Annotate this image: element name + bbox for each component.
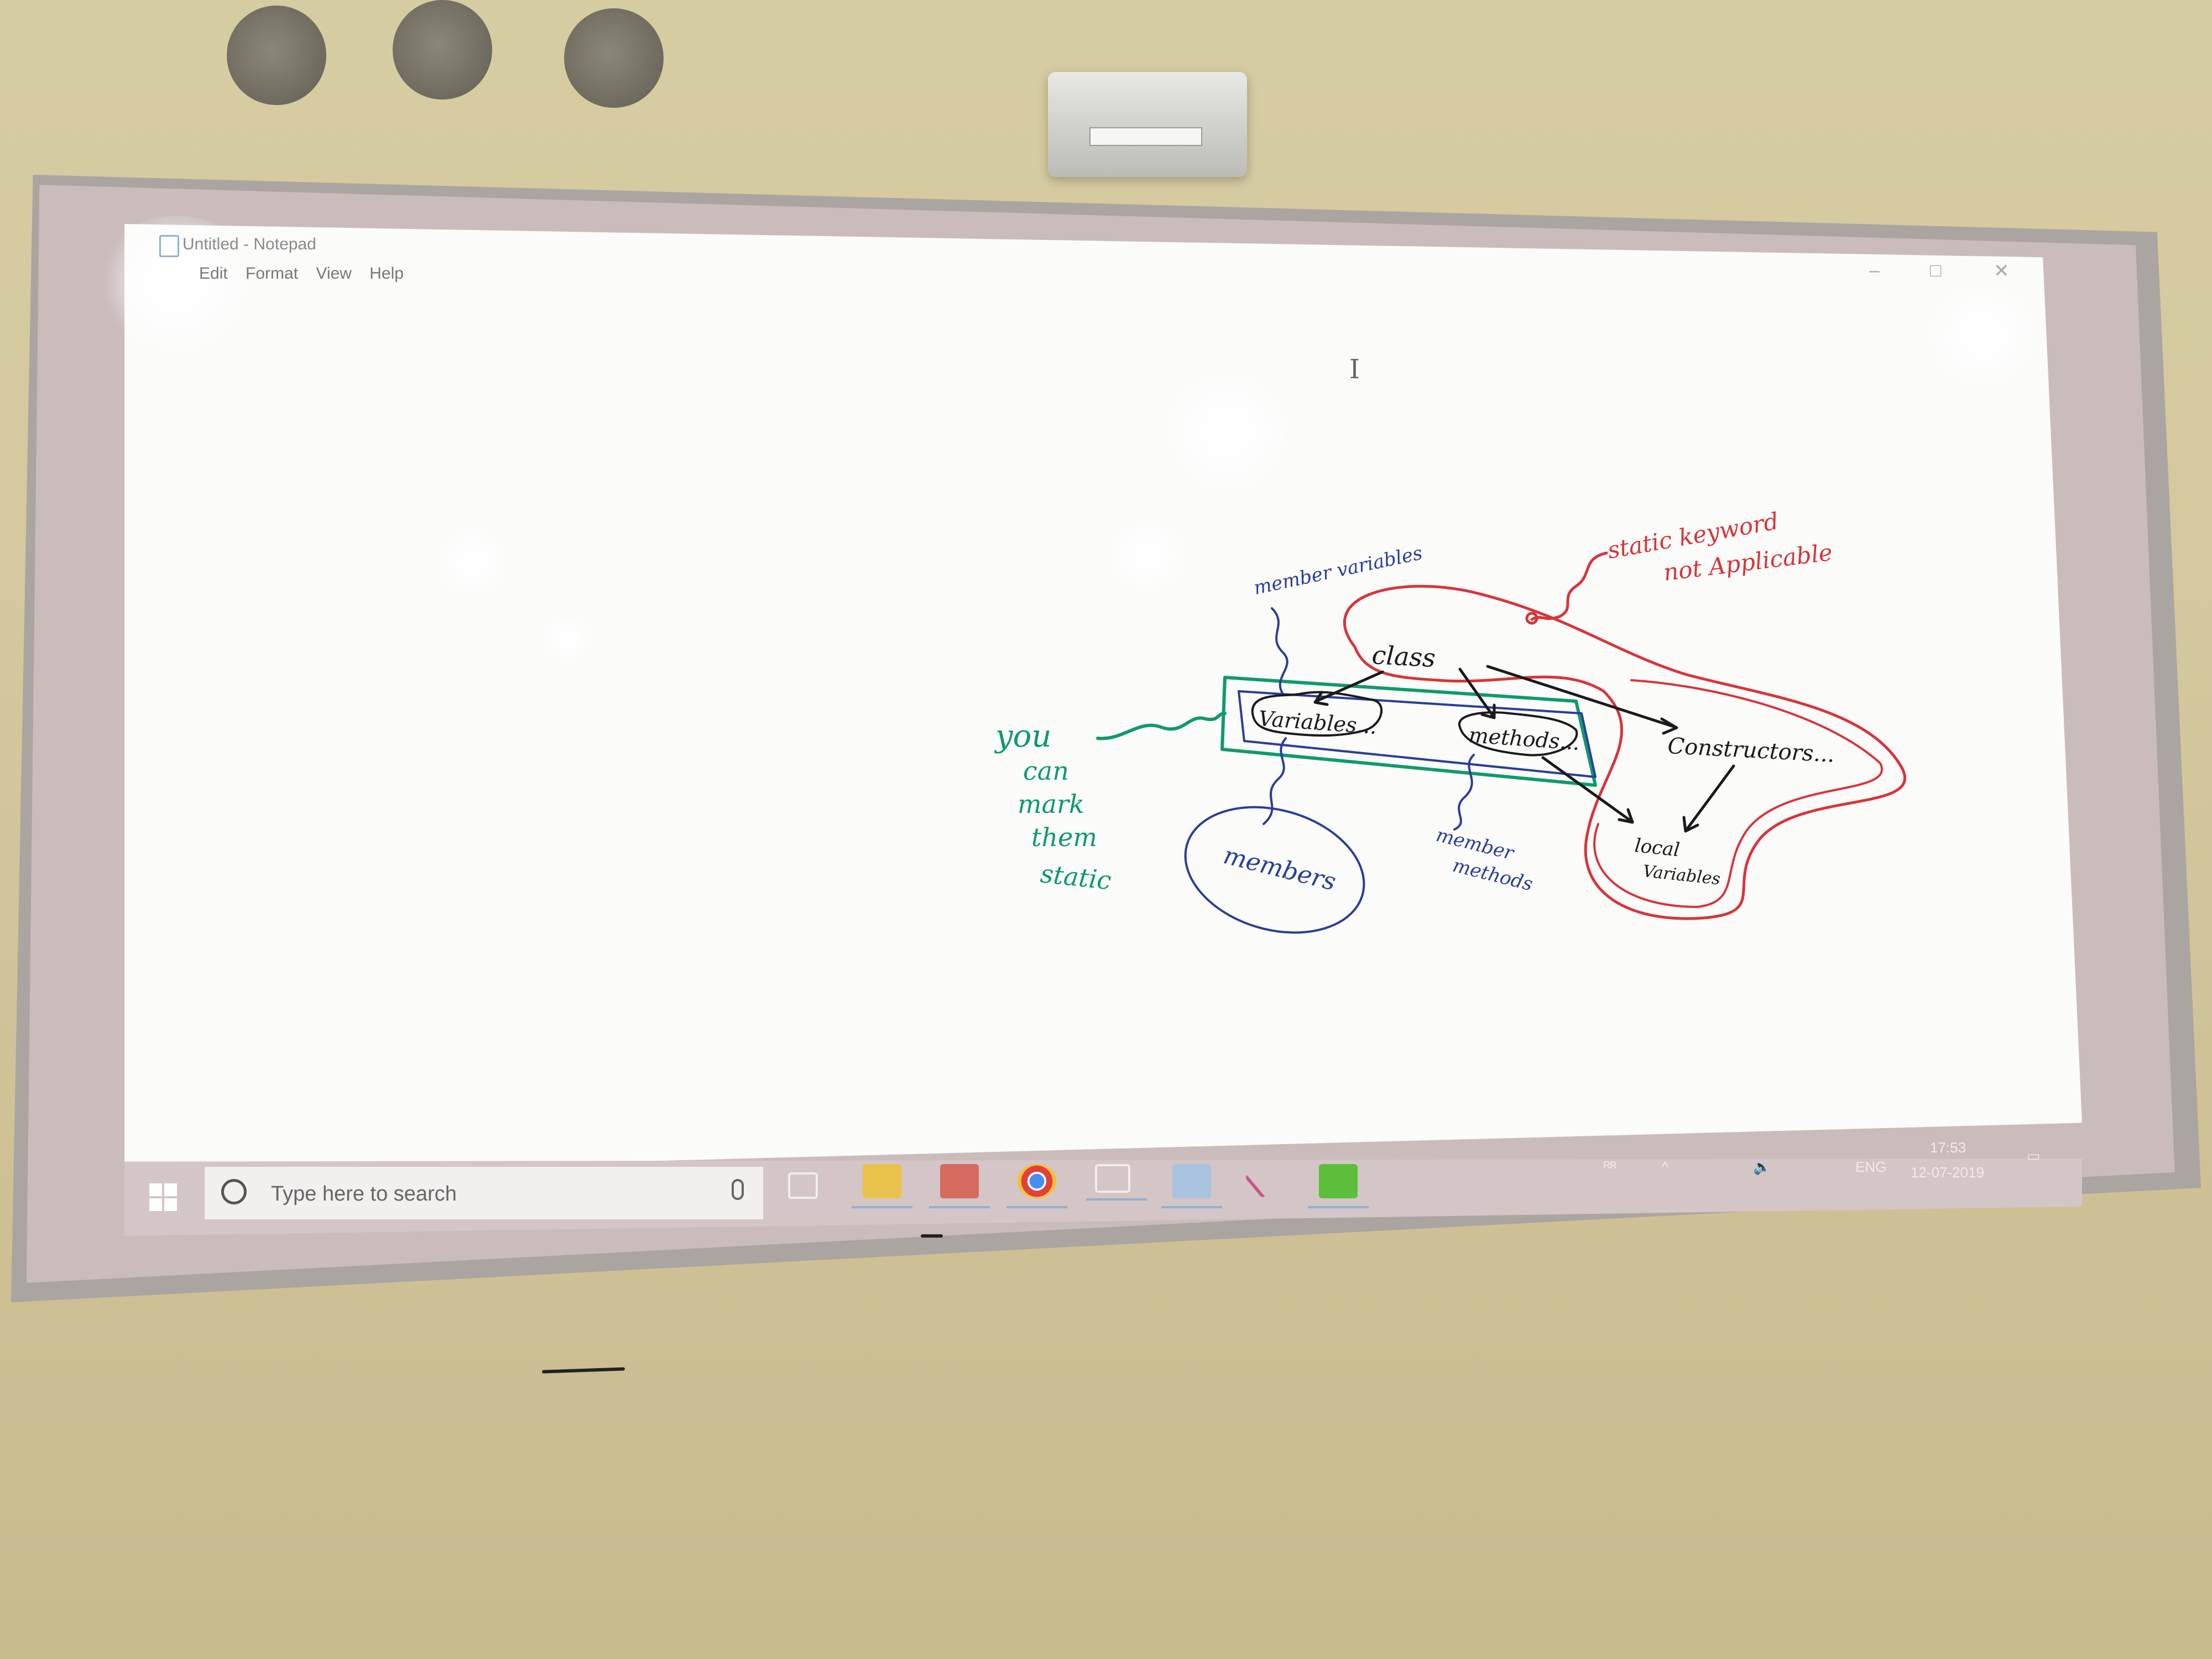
notification-icon[interactable]: ▭ (2027, 1147, 2041, 1164)
methods-label: methods... (1468, 723, 1580, 755)
member-variables-label: member variables (1252, 542, 1425, 599)
red-note-dot (1525, 612, 1538, 625)
green-leader (1096, 712, 1227, 740)
board-tray-mark (921, 1234, 943, 1238)
tray-date[interactable]: 12-07-2019 (1911, 1164, 1984, 1181)
arrowhead (1618, 808, 1634, 824)
light-glare (1919, 288, 2046, 382)
arrow-class-to-constructors (1486, 665, 1677, 729)
ceiling-light (564, 8, 664, 108)
projector-label (1089, 127, 1202, 146)
ceiling-light (227, 6, 326, 105)
tray-volume-icon[interactable]: 🔈 (1753, 1159, 1771, 1175)
light-glare (431, 531, 514, 592)
menu-view[interactable]: View (316, 264, 352, 283)
blue-leader-member-variables (1271, 607, 1288, 695)
notepad-icon (159, 235, 179, 257)
menu-help[interactable]: Help (369, 264, 404, 283)
chrome-icon[interactable] (1006, 1164, 1067, 1208)
local-variables-line2: Variables (1642, 862, 1721, 889)
green-note-line1: you (994, 718, 1051, 754)
local-variables-line1: local (1634, 834, 1681, 861)
class-label: class (1371, 640, 1436, 673)
light-glare (1156, 376, 1300, 487)
light-glare (1100, 525, 1194, 586)
light-glare (94, 216, 260, 348)
menu-edit[interactable]: Edit (199, 264, 228, 283)
members-label: members (1220, 841, 1338, 896)
arrowhead (1682, 816, 1699, 833)
search-placeholder: Type here to search (271, 1182, 457, 1206)
red-scope-outline-inner (1593, 679, 1883, 908)
methods-cloud (1458, 711, 1578, 757)
cortana-icon[interactable] (221, 1179, 247, 1204)
store-icon[interactable] (1161, 1164, 1222, 1208)
paint-icon[interactable] (929, 1164, 990, 1208)
minimize-button[interactable]: – (1869, 260, 1880, 281)
text-cursor-icon: I (1349, 354, 1360, 385)
tray-chevron-icon[interactable]: ^ (1662, 1159, 1669, 1175)
green-note-line2: can (1023, 756, 1069, 786)
windows-start-icon[interactable] (149, 1183, 178, 1212)
maximize-button[interactable]: □ (1930, 260, 1942, 281)
arrow-constructors-to-local (1685, 764, 1735, 831)
red-note-leader (1530, 551, 1608, 621)
member-methods-line1: member (1434, 824, 1517, 865)
green-note-line3: mark (1018, 789, 1084, 819)
projector (1048, 72, 1247, 177)
red-scope-outline (1343, 585, 1906, 920)
arrowhead (1660, 717, 1678, 735)
projected-screen (124, 224, 2082, 1175)
green-note-line5: static (1039, 858, 1113, 895)
microphone-icon[interactable] (732, 1179, 744, 1200)
variables-cloud (1251, 691, 1383, 737)
light-glare (536, 619, 597, 658)
blue-leader-members (1262, 737, 1287, 825)
arrowhead (1313, 691, 1329, 706)
tray-people-icon[interactable]: ᴿᴿ (1604, 1159, 1617, 1175)
menu-format[interactable]: Format (246, 264, 299, 283)
window-icon[interactable] (1086, 1164, 1147, 1201)
camtasia-icon[interactable] (1308, 1164, 1369, 1208)
task-view-icon[interactable] (788, 1172, 818, 1199)
arrow-methods-to-local (1541, 756, 1633, 823)
ceiling-light (393, 0, 492, 100)
arrow-class-to-variables (1314, 670, 1384, 703)
notepad-menubar: Edit Format View Help (199, 264, 417, 283)
green-box (1220, 676, 1597, 787)
constructors-label: Constructors... (1667, 733, 1835, 768)
notepad-title: Untitled - Notepad (182, 235, 316, 253)
tray-time[interactable]: 17:53 (1930, 1139, 1966, 1156)
arrow-class-to-methods (1458, 667, 1495, 718)
blue-members-ellipse (1184, 806, 1365, 934)
close-button[interactable]: ✕ (1994, 260, 2010, 281)
blue-leader-member-methods (1453, 754, 1475, 831)
tray-lang[interactable]: ENG (1855, 1159, 1887, 1175)
member-methods-line2: methods (1451, 854, 1535, 896)
green-note-line4: them (1031, 822, 1097, 852)
variables-label: Variables... (1258, 706, 1378, 739)
arrowhead (1480, 703, 1496, 719)
file-explorer-icon[interactable] (852, 1164, 912, 1208)
blue-box (1238, 690, 1597, 778)
taskbar-search-box[interactable]: Type here to search (205, 1167, 763, 1219)
